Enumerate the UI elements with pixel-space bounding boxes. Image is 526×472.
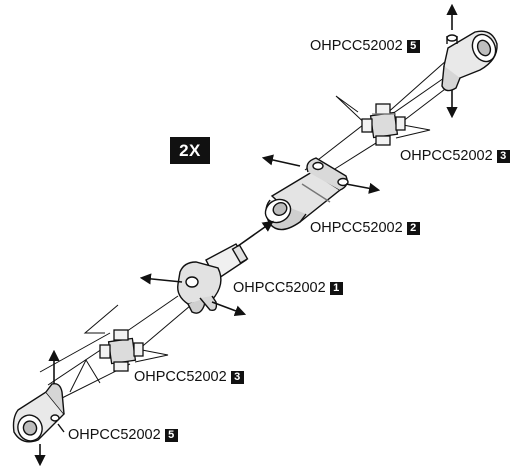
quantity-badge: 2X <box>170 137 210 164</box>
callout-upper-yoke: OHPCC52002 5 <box>310 38 420 54</box>
lower-universal-cross <box>99 329 144 372</box>
callout-part-number: OHPCC52002 <box>68 427 161 443</box>
callout-index-badge: 3 <box>230 370 244 384</box>
callout-index-badge: 5 <box>164 428 178 442</box>
callout-upper-cross: OHPCC52002 3 <box>400 148 510 164</box>
callout-lower-yoke: OHPCC52002 5 <box>68 427 178 443</box>
callout-part-number: OHPCC52002 <box>310 38 403 54</box>
callout-sleeve-yoke: OHPCC52002 2 <box>310 220 420 236</box>
motion-arrows <box>34 3 458 467</box>
upper-universal-cross <box>361 103 406 146</box>
callout-index-badge: 3 <box>496 149 510 163</box>
lower-end-yoke <box>12 382 65 443</box>
callout-part-number: OHPCC52002 <box>233 280 326 296</box>
sleeve-yoke <box>264 157 349 231</box>
callout-slip-shaft-yoke: OHPCC52002 1 <box>233 280 343 296</box>
callout-part-number: OHPCC52002 <box>400 148 493 164</box>
callout-index-badge: 5 <box>406 39 420 53</box>
callout-lower-cross: OHPCC52002 3 <box>134 369 244 385</box>
callout-part-number: OHPCC52002 <box>134 369 227 385</box>
callout-part-number: OHPCC52002 <box>310 220 403 236</box>
upper-end-yoke <box>441 30 498 92</box>
callout-index-badge: 2 <box>406 221 420 235</box>
callout-index-badge: 1 <box>329 281 343 295</box>
slip-shaft-yoke <box>177 243 249 314</box>
